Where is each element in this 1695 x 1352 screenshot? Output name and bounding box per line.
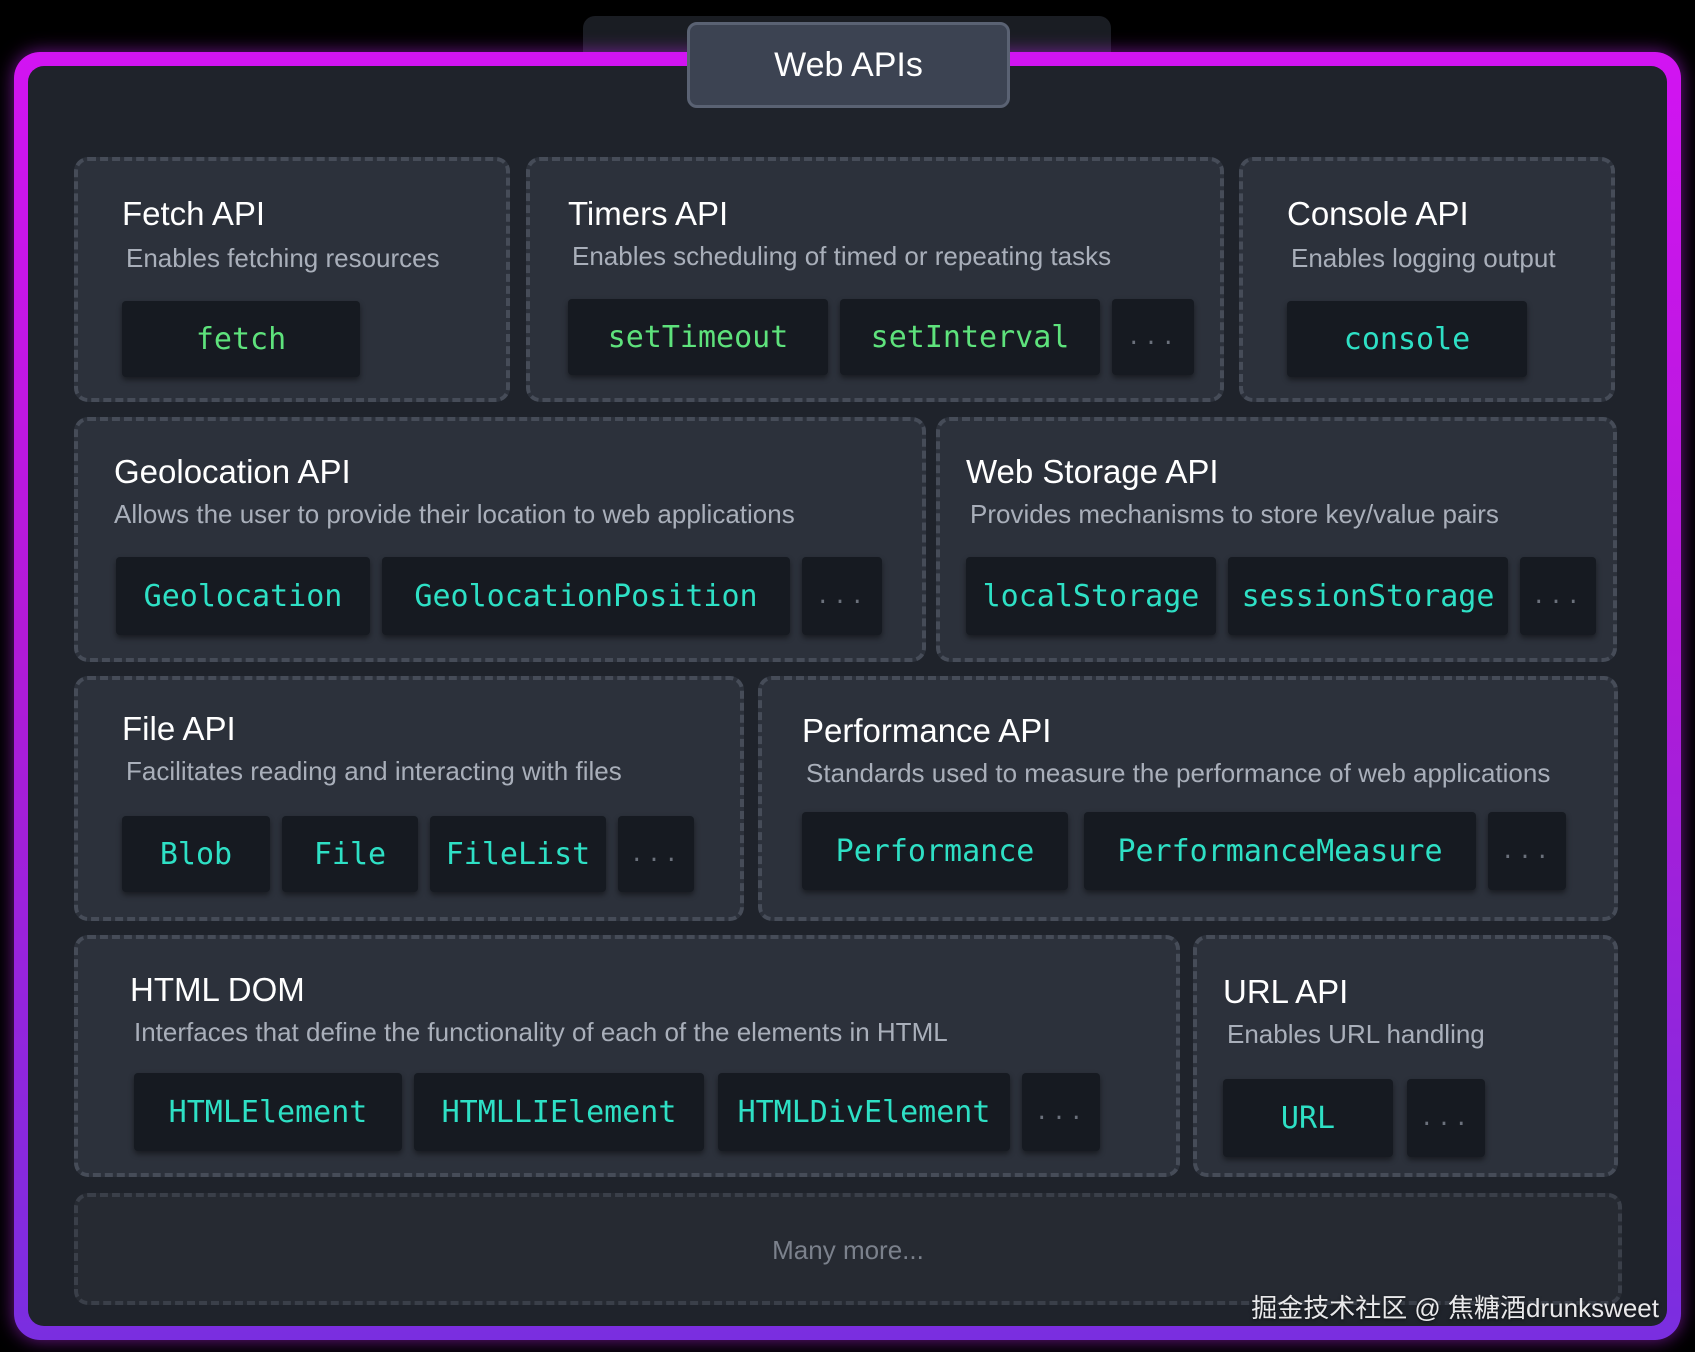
panel-title: Fetch API	[122, 195, 266, 232]
web-storage-api-panel: Web Storage API Provides mechanisms to s…	[936, 417, 1617, 662]
many-more-label: Many more...	[772, 1235, 924, 1265]
panel-title: URL API	[1223, 973, 1349, 1010]
chip-more[interactable]: ...	[1022, 1073, 1100, 1151]
panel-title: Performance API	[802, 712, 1052, 749]
chip-fetch[interactable]: fetch	[122, 301, 360, 377]
html-dom-panel: HTML DOM Interfaces that define the func…	[74, 935, 1180, 1177]
geolocation-api-panel: Geolocation API Allows the user to provi…	[74, 417, 926, 662]
chip-settimeout[interactable]: setTimeout	[568, 299, 828, 375]
panel-title: Web Storage API	[966, 453, 1219, 490]
chip-blob[interactable]: Blob	[122, 816, 270, 892]
chip-htmllielement[interactable]: HTMLLIElement	[414, 1073, 704, 1151]
chip-url[interactable]: URL	[1223, 1079, 1393, 1157]
chip-geolocation[interactable]: Geolocation	[116, 557, 370, 635]
chip-htmlelement[interactable]: HTMLElement	[134, 1073, 402, 1151]
chip-more[interactable]: ...	[802, 557, 882, 635]
panel-description: Standards used to measure the performanc…	[806, 758, 1551, 788]
panel-description: Enables fetching resources	[126, 243, 440, 273]
fetch-api-panel: Fetch API Enables fetching resources fet…	[74, 157, 510, 402]
watermark: 掘金技术社区 @ 焦糖酒drunksweet	[1251, 1293, 1659, 1323]
chip-sessionstorage[interactable]: sessionStorage	[1228, 557, 1508, 635]
panel-title: Geolocation API	[114, 453, 351, 490]
chip-more[interactable]: ...	[1520, 557, 1596, 635]
chip-geolocationposition[interactable]: GeolocationPosition	[382, 557, 790, 635]
many-more-panel: Many more...	[74, 1193, 1622, 1305]
panel-description: Facilitates reading and interacting with…	[126, 756, 622, 786]
diagram-title: Web APIs	[687, 22, 1010, 108]
panel-description: Enables scheduling of timed or repeating…	[572, 241, 1112, 271]
panel-title: Timers API	[568, 195, 729, 232]
performance-api-panel: Performance API Standards used to measur…	[758, 676, 1618, 921]
panel-title: HTML DOM	[130, 971, 305, 1008]
chip-more[interactable]: ...	[1112, 299, 1194, 375]
timers-api-panel: Timers API Enables scheduling of timed o…	[526, 157, 1224, 402]
panel-description: Interfaces that define the functionality…	[134, 1017, 948, 1047]
url-api-panel: URL API Enables URL handling URL ...	[1193, 935, 1618, 1177]
chip-localstorage[interactable]: localStorage	[966, 557, 1216, 635]
panel-description: Enables logging output	[1291, 243, 1556, 273]
chip-file[interactable]: File	[282, 816, 418, 892]
panel-description: Provides mechanisms to store key/value p…	[970, 499, 1499, 529]
panel-description: Enables URL handling	[1227, 1019, 1485, 1049]
chip-filelist[interactable]: FileList	[430, 816, 606, 892]
panel-description: Allows the user to provide their locatio…	[114, 499, 795, 529]
chip-performance[interactable]: Performance	[802, 812, 1068, 890]
panel-title: Console API	[1287, 195, 1469, 232]
chip-htmldivelement[interactable]: HTMLDivElement	[718, 1073, 1010, 1151]
chip-performancemeasure[interactable]: PerformanceMeasure	[1084, 812, 1476, 890]
chip-setinterval[interactable]: setInterval	[840, 299, 1100, 375]
console-api-panel: Console API Enables logging output conso…	[1239, 157, 1615, 402]
chip-more[interactable]: ...	[1407, 1079, 1485, 1157]
file-api-panel: File API Facilitates reading and interac…	[74, 676, 744, 921]
panel-title: File API	[122, 710, 236, 747]
chip-more[interactable]: ...	[618, 816, 694, 892]
chip-more[interactable]: ...	[1488, 812, 1566, 890]
chip-console[interactable]: console	[1287, 301, 1527, 377]
